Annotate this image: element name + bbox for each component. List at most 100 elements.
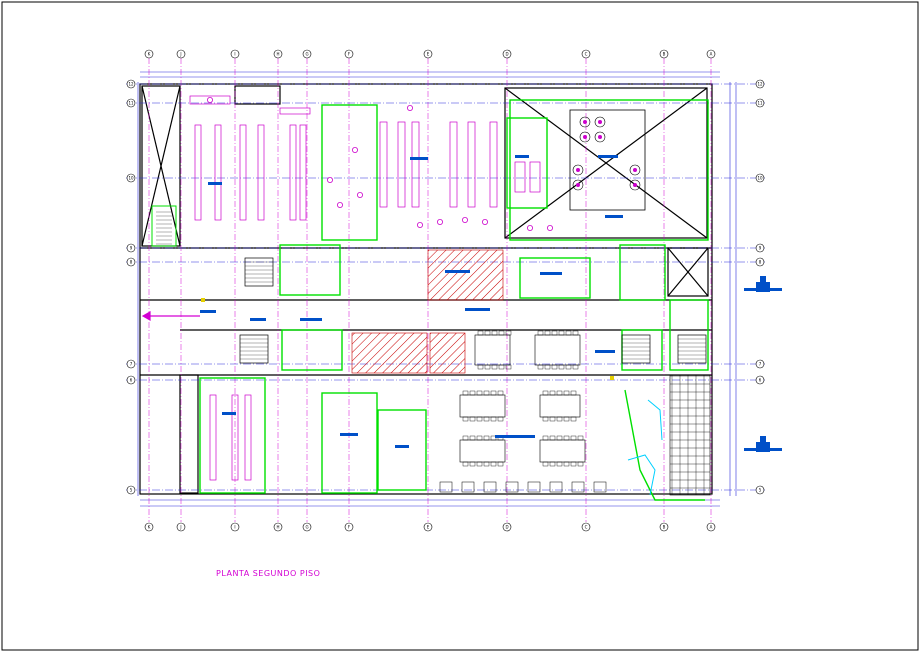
stair-core <box>677 334 707 364</box>
grid-bubble-label: 12 <box>128 82 134 87</box>
shelf-unit <box>289 124 297 221</box>
shelf-unit <box>209 394 217 481</box>
grid-bubble <box>273 522 283 532</box>
grid-bubble-label: 10 <box>128 176 134 181</box>
fixture <box>351 146 358 153</box>
stair-left <box>151 205 177 247</box>
grid-bubble <box>302 49 312 59</box>
grid-bubble <box>126 79 136 89</box>
dimension-lines <box>137 71 737 507</box>
workstation <box>483 481 497 493</box>
shelf-unit <box>194 124 202 221</box>
shelf-unit <box>467 121 476 208</box>
grid-bubble-label: K <box>148 525 151 530</box>
shelf-unit <box>214 124 222 221</box>
grid-bubble <box>144 522 154 532</box>
grid-bubble <box>581 522 591 532</box>
cyan-accent <box>627 399 663 496</box>
grid-bubble <box>423 522 433 532</box>
fixture <box>481 218 488 225</box>
shelf-unit <box>189 95 231 105</box>
shelf-unit <box>257 124 265 221</box>
grid-bubble <box>273 49 283 59</box>
stair-core <box>244 257 274 287</box>
grid-bubble-label: J <box>179 525 181 530</box>
grid-bubble-label: I <box>234 52 235 57</box>
fixture <box>206 97 213 104</box>
grid-bubble-label: D <box>505 525 508 530</box>
grid-bubble-label: K <box>148 52 151 57</box>
grid-bubble-label: 11 <box>128 101 134 106</box>
grid-bubble <box>230 49 240 59</box>
grid-bubble-label: B <box>663 52 666 57</box>
grid-bubble-label: 7 <box>130 362 133 367</box>
grid-bubble <box>344 49 354 59</box>
grid-bubble-label: G <box>305 525 308 530</box>
grid-bubble-label: A <box>710 525 713 530</box>
shelf-unit <box>397 121 406 208</box>
grid-bubble <box>144 49 154 59</box>
shelf-unit <box>514 161 526 193</box>
grid-bubble <box>126 98 136 108</box>
workstation <box>439 481 453 493</box>
room-labels <box>200 155 623 448</box>
grid-bubble-label: C <box>585 525 588 530</box>
grid-bubble-label: D <box>505 52 508 57</box>
workstation <box>593 481 607 493</box>
grid-bubble <box>502 49 512 59</box>
grid-bubble <box>706 522 716 532</box>
grid-bubble-label: 5 <box>130 488 133 493</box>
grid-bubble <box>581 49 591 59</box>
grid-bubble <box>344 522 354 532</box>
shelf-unit <box>239 124 247 221</box>
equipment-cluster <box>569 109 646 211</box>
grid-bubble-label: 11 <box>757 101 763 106</box>
shelf-unit <box>489 121 498 208</box>
grid-bubble-label: 5 <box>759 488 762 493</box>
grid-bubble <box>126 485 136 495</box>
stair-core <box>621 334 651 364</box>
section-markers <box>744 276 782 452</box>
fixture <box>461 216 468 223</box>
shelf-unit <box>279 107 311 115</box>
grid-bubble <box>755 243 765 253</box>
grid-bubble <box>423 49 433 59</box>
fixture <box>416 221 423 228</box>
grid-bubble <box>126 359 136 369</box>
stair-core <box>239 334 269 364</box>
grid-bubble <box>706 49 716 59</box>
shelf-unit <box>231 394 239 481</box>
fixture <box>547 224 554 231</box>
grid-bubble <box>659 522 669 532</box>
grid-bubble-label: 7 <box>759 362 762 367</box>
grid-bubble <box>755 173 765 183</box>
furniture-layout <box>151 95 707 493</box>
grid-bubble-label: I <box>234 525 235 530</box>
grid-bubble <box>755 257 765 267</box>
fixture <box>326 176 333 183</box>
workstation <box>527 481 541 493</box>
shelf-unit <box>299 124 307 221</box>
grid-bubble-label: J <box>179 52 181 57</box>
grid-bubble-label: 6 <box>759 378 762 383</box>
workstation <box>549 481 563 493</box>
fixture <box>527 224 534 231</box>
grid-bubble-label: 9 <box>759 246 762 251</box>
grid-bubble-label: E <box>427 52 430 57</box>
partition-walls <box>199 99 709 501</box>
workstation <box>505 481 519 493</box>
grid-bubble-label: F <box>348 525 351 530</box>
grid-bubble-label: H <box>276 525 279 530</box>
table-groups <box>459 330 586 467</box>
grid-bubble <box>755 98 765 108</box>
grid-bubble <box>126 257 136 267</box>
workstation <box>571 481 585 493</box>
access-arrow <box>141 310 200 322</box>
grid-bubble-label: A <box>710 52 713 57</box>
fixture <box>406 105 413 112</box>
grid-bubble <box>755 375 765 385</box>
grid-bubble <box>755 79 765 89</box>
grid-bubble <box>126 375 136 385</box>
